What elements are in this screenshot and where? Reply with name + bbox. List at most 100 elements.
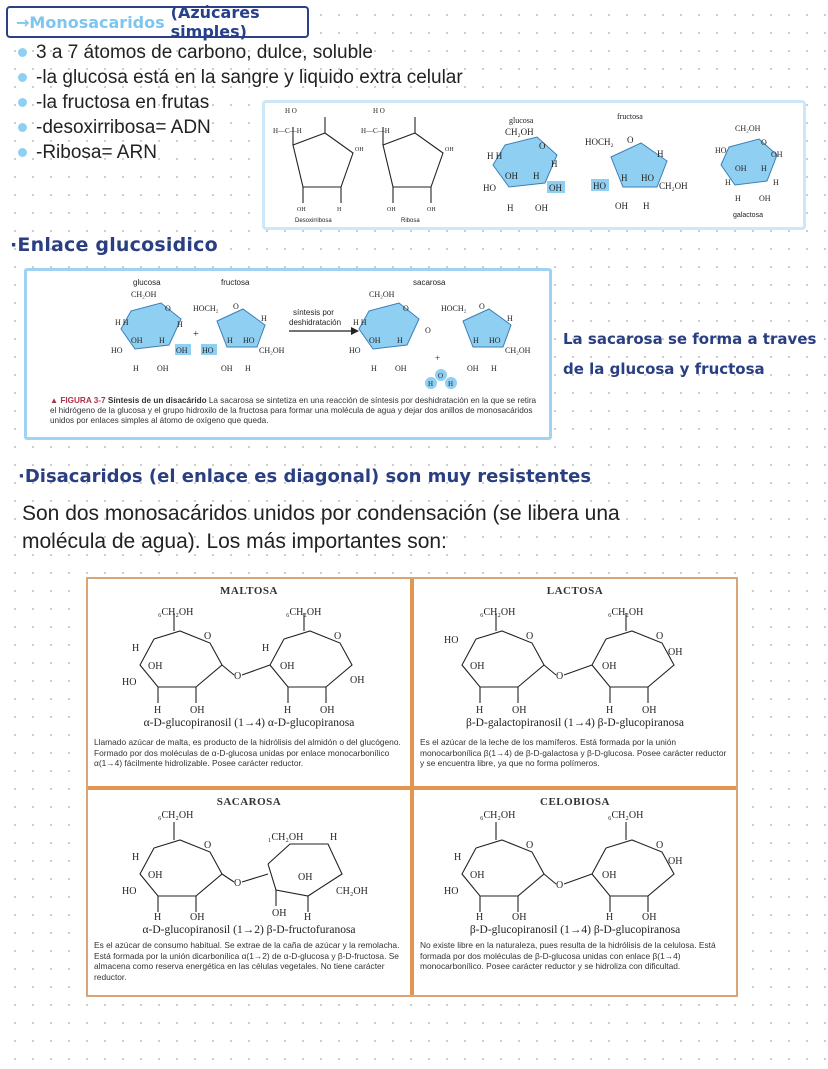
svg-text:H O: H O	[373, 107, 385, 115]
svg-text:OH: OH	[395, 364, 407, 373]
title-azucares-simples: (Azúcares simples)	[170, 3, 260, 41]
svg-text:H: H	[262, 643, 269, 654]
svg-text:H: H	[533, 171, 540, 181]
svg-text:H: H	[476, 912, 483, 923]
svg-text:H: H	[133, 364, 139, 373]
svg-text:OH: OH	[512, 705, 526, 715]
svg-text:síntesis por: síntesis por	[293, 308, 334, 317]
svg-text:HO: HO	[593, 181, 606, 191]
bullet-dot-icon	[18, 73, 27, 82]
svg-text:CH₂OH: CH₂OH	[336, 886, 368, 897]
svg-text:O: O	[234, 878, 241, 889]
fructosa-ring	[610, 142, 668, 188]
svg-text:OH: OH	[505, 171, 518, 181]
svg-text:OH: OH	[549, 183, 562, 193]
water-h-icon	[445, 377, 457, 389]
svg-text:H—C—H: H—C—H	[361, 127, 390, 135]
svg-text:O: O	[204, 631, 211, 642]
svg-text:OH: OH	[642, 912, 656, 923]
svg-text:CH₂OH: CH₂OH	[505, 346, 531, 355]
svg-text:HO: HO	[489, 336, 501, 345]
svg-text:O: O	[526, 840, 533, 851]
bullet-item: -la glucosa está en la sangre y liquido …	[14, 65, 574, 90]
svg-text:O: O	[656, 631, 663, 642]
label-desoxirribosa: Desoxirribosa	[295, 218, 332, 224]
svg-text:OH: OH	[470, 661, 484, 672]
svg-text:OH: OH	[355, 147, 364, 153]
celobiosa-structure: ₆CH₂OH ₆CH₂OH O O H OH OH OH HO O H OH H…	[444, 810, 682, 923]
svg-text:O: O	[165, 304, 171, 313]
svg-text:O: O	[425, 326, 431, 335]
svg-text:H: H	[621, 173, 628, 183]
svg-text:O: O	[479, 302, 485, 311]
svg-text:H: H	[448, 380, 453, 388]
svg-text:H O: H O	[285, 107, 297, 115]
svg-text:OH: OH	[320, 705, 334, 715]
svg-text:O: O	[556, 880, 563, 891]
svg-text:H: H	[657, 149, 664, 159]
celobiosa-title: CELOBIOSA	[540, 796, 610, 808]
svg-text:H: H	[507, 203, 514, 213]
monosaccharide-figure: H O H—C—H H O H—C—H OH OH OH H OH OH Des…	[262, 100, 806, 230]
svg-text:H: H	[337, 207, 342, 213]
svg-text:OH: OH	[272, 908, 286, 919]
svg-text:H: H	[132, 852, 139, 863]
maltosa-name: α-D-glucopiranosil (1→4) α-D-glucopirano…	[143, 717, 355, 729]
bullet-item: 3 a 7 átomos de carbono, dulce, soluble	[14, 40, 574, 65]
svg-text:H H: H H	[115, 318, 129, 327]
svg-text:+: +	[435, 353, 440, 363]
svg-text:HO: HO	[349, 346, 361, 355]
svg-text:H: H	[227, 336, 233, 345]
svg-text:H: H	[177, 320, 183, 329]
svg-text:₆CH₂OH: ₆CH₂OH	[608, 607, 643, 618]
svg-text:O: O	[526, 631, 533, 642]
svg-text:HO: HO	[122, 886, 136, 897]
label-fructosa: fructosa	[617, 112, 643, 121]
svg-text:O: O	[627, 135, 634, 145]
sacarosa-cell: SACAROSA ₆CH₂OH ₁CH₂OH O H H OH OH HO O …	[88, 790, 410, 995]
title-monosacaridos: →Monosacaridos	[16, 12, 165, 32]
svg-text:CH₂OH: CH₂OH	[659, 181, 688, 191]
svg-text:O: O	[656, 840, 663, 851]
svg-text:H: H	[643, 201, 650, 211]
svg-text:₆CH₂OH: ₆CH₂OH	[286, 607, 321, 618]
svg-text:O: O	[233, 302, 239, 311]
svg-text:OH: OH	[735, 164, 747, 173]
glucosa-ring	[492, 136, 558, 188]
label-glucosa: glucosa	[509, 116, 534, 125]
lactosa-description: Es el azúcar de la leche de los mamífero…	[420, 737, 727, 768]
svg-text:OH: OH	[298, 872, 312, 883]
svg-text:HOCH₂: HOCH₂	[441, 304, 467, 313]
svg-text:H: H	[261, 314, 267, 323]
svg-text:H: H	[428, 380, 433, 388]
svg-text:OH: OH	[470, 870, 484, 881]
svg-text:glucosa: glucosa	[133, 278, 161, 287]
desoxirribosa-structure	[292, 117, 444, 203]
svg-text:OH: OH	[668, 856, 682, 867]
svg-text:OH: OH	[668, 647, 682, 658]
svg-text:OH: OH	[771, 150, 783, 159]
svg-text:OH: OH	[190, 912, 204, 923]
lactosa-structure: ₆CH₂OH ₆CH₂OH O O HO OH OH OH O H OH H O…	[444, 607, 682, 715]
svg-text:OH: OH	[535, 203, 548, 213]
bullet-dot-icon	[18, 123, 27, 132]
maltosa-title: MALTOSA	[220, 585, 278, 597]
label-galactosa: galactosa	[733, 212, 763, 219]
svg-text:deshidratación: deshidratación	[289, 318, 341, 327]
celobiosa-description: No existe libre en la naturaleza, pues r…	[420, 940, 716, 971]
svg-text:OH: OH	[297, 207, 306, 213]
sacarosa-description: Es el azúcar de consumo habitual. Se ext…	[94, 940, 400, 982]
svg-text:H: H	[159, 336, 165, 345]
svg-text:+: +	[193, 329, 199, 340]
svg-text:H: H	[454, 852, 461, 863]
svg-text:O: O	[438, 372, 443, 380]
svg-text:H: H	[304, 912, 311, 923]
svg-text:O: O	[556, 671, 563, 682]
bullet-dot-icon	[18, 98, 27, 107]
maltosa-structure: ₆CH₂OH ₆CH₂OH O O H H OH OH HO O OH H OH…	[122, 607, 364, 715]
svg-text:H: H	[330, 832, 337, 843]
bullet-dot-icon	[18, 48, 27, 57]
svg-text:HO: HO	[202, 346, 214, 355]
panel-divider	[88, 786, 736, 790]
bullet-item: -Ribosa= ARN	[14, 140, 574, 165]
